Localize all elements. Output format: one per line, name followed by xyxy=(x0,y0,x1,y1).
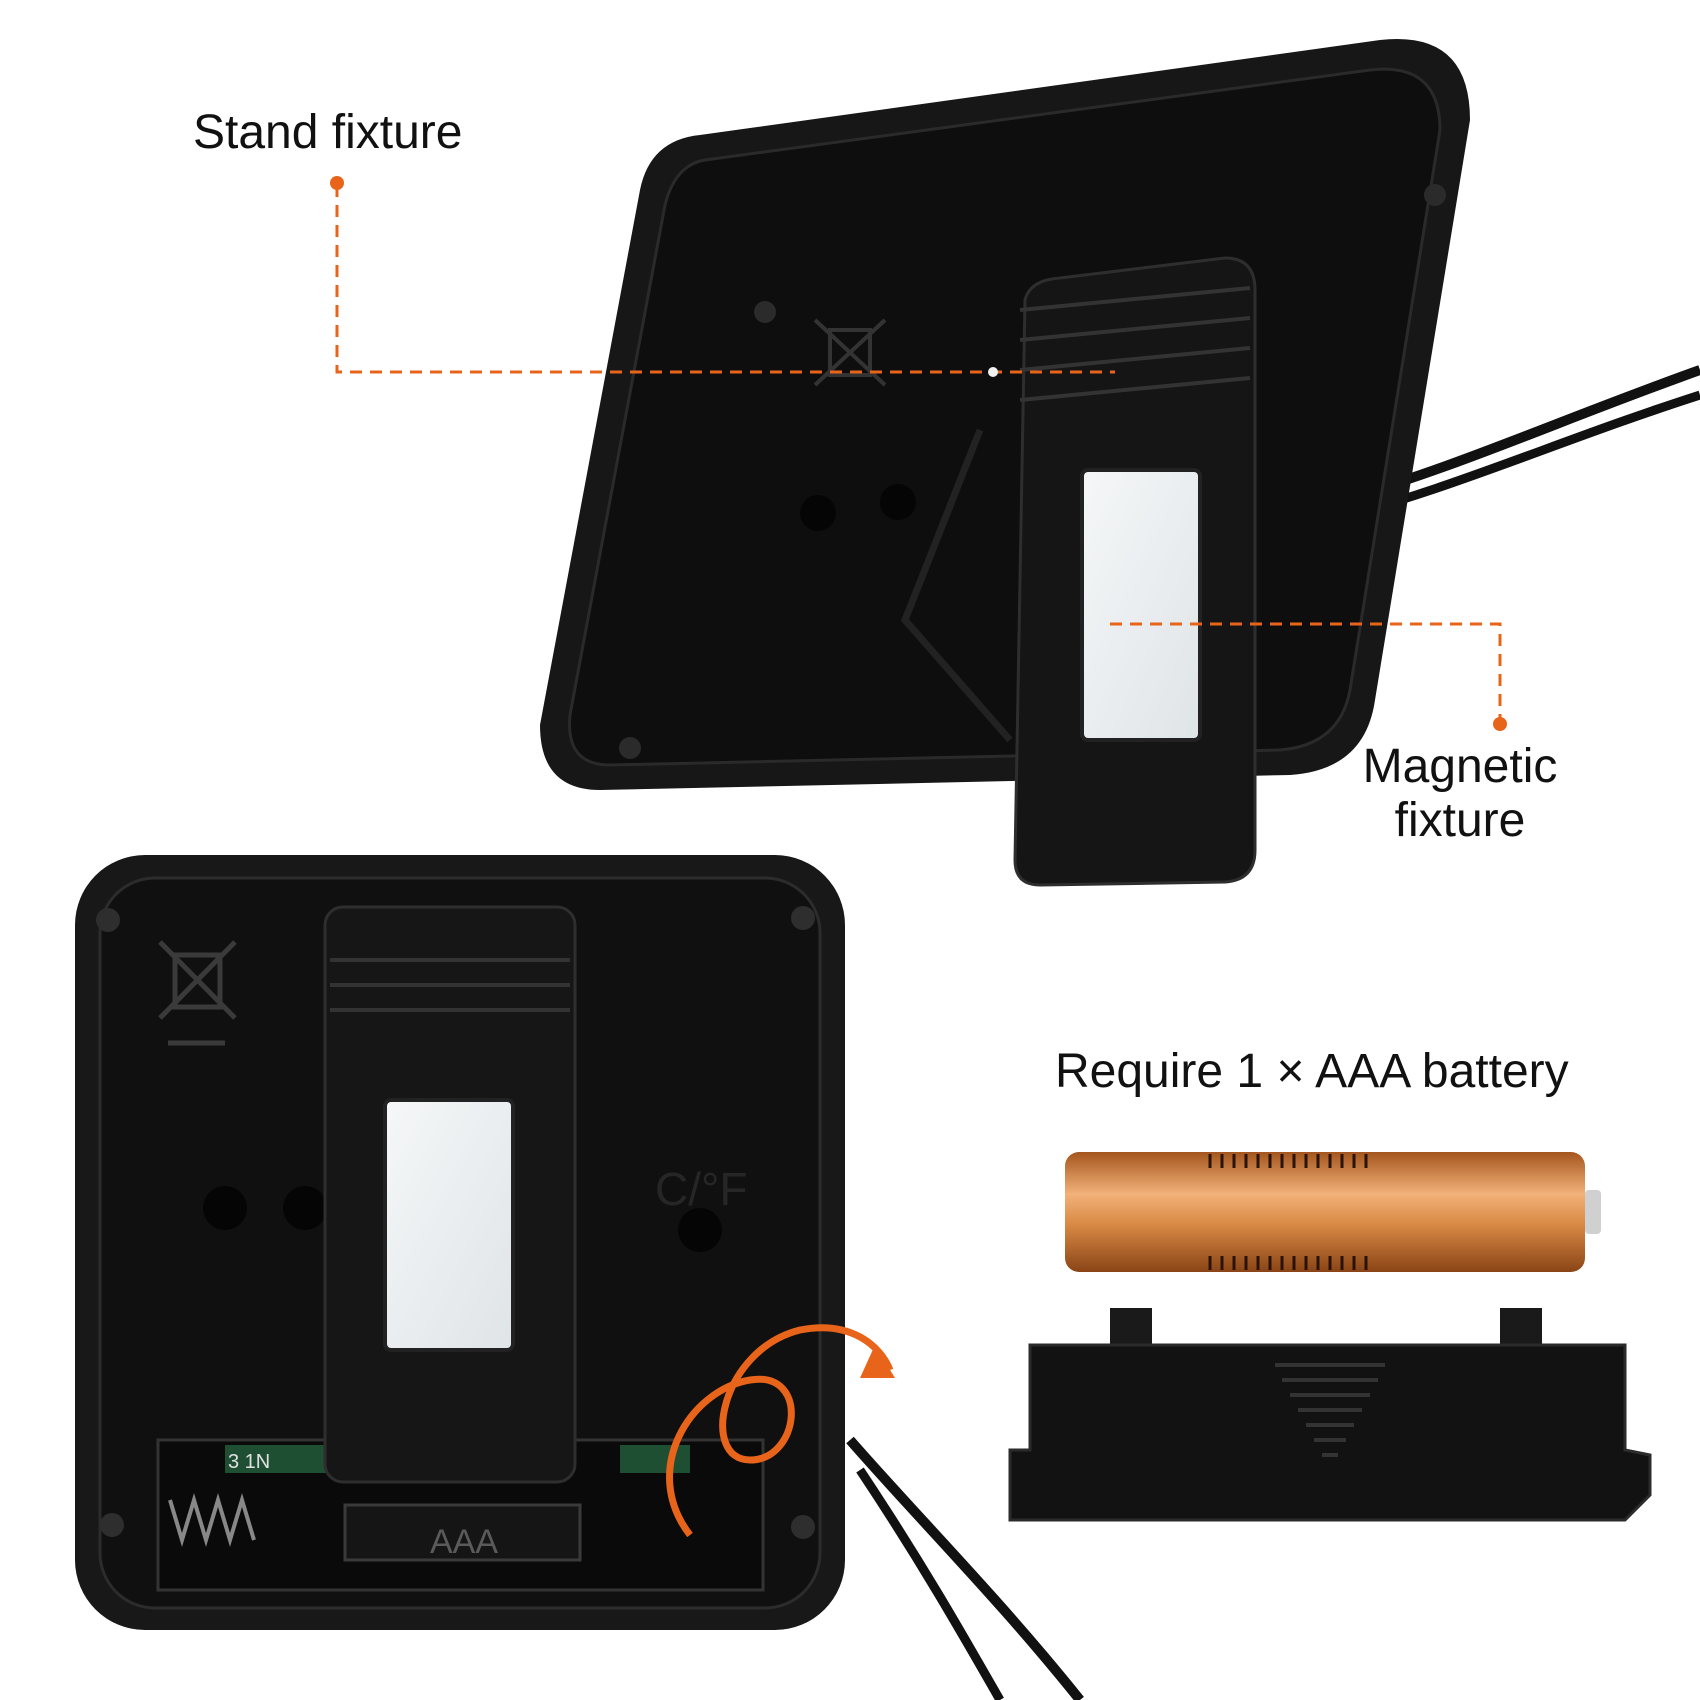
magnetic-fixture-label-line2: fixture xyxy=(1394,793,1526,847)
mount-hole xyxy=(800,495,836,531)
stand-clip xyxy=(1013,256,1257,887)
circuit-board-marking: 3 1N xyxy=(228,1451,270,1473)
callout-dot xyxy=(330,176,344,190)
recycle-bin-icon xyxy=(813,318,887,387)
screw xyxy=(791,906,815,930)
mount-hole xyxy=(283,1186,327,1230)
magnetic-fixture-label: Magnetic fixture xyxy=(1320,740,1600,848)
device-back-flat xyxy=(75,855,1084,1700)
recycle-bin-icon xyxy=(158,940,237,1046)
battery-spring xyxy=(168,1493,256,1547)
screw xyxy=(619,737,641,759)
screw xyxy=(754,301,776,323)
stand-wire xyxy=(900,428,1013,743)
aaa-battery xyxy=(1065,1152,1601,1272)
battery-cover xyxy=(1008,1308,1652,1522)
screw xyxy=(791,1515,815,1539)
magnet-pad xyxy=(1080,468,1202,742)
open-compartment-arrow-icon xyxy=(666,1324,895,1538)
stand-clip xyxy=(323,905,577,1484)
unit-toggle-marking: C/°F xyxy=(655,1163,748,1215)
slide-arrow-icon xyxy=(1275,1363,1385,1457)
magnet-pad xyxy=(383,1098,515,1352)
magnetic-fixture-callout xyxy=(1110,622,1502,718)
stand-fixture-label: Stand fixture xyxy=(193,106,463,159)
screw xyxy=(96,908,120,932)
stand-fixture-callout xyxy=(335,185,1115,374)
mount-hole xyxy=(880,484,916,520)
screw xyxy=(100,1513,124,1537)
battery-requirement-label: Require 1 × AAA battery xyxy=(1055,1045,1569,1098)
callout-dot xyxy=(1493,717,1507,731)
mount-hole xyxy=(678,1208,722,1252)
mount-hole xyxy=(203,1186,247,1230)
device-back-angled xyxy=(540,39,1700,887)
magnetic-fixture-label-line1: Magnetic xyxy=(1362,740,1558,793)
screw xyxy=(1424,184,1446,206)
battery-type-marking: AAA xyxy=(430,1523,498,1561)
